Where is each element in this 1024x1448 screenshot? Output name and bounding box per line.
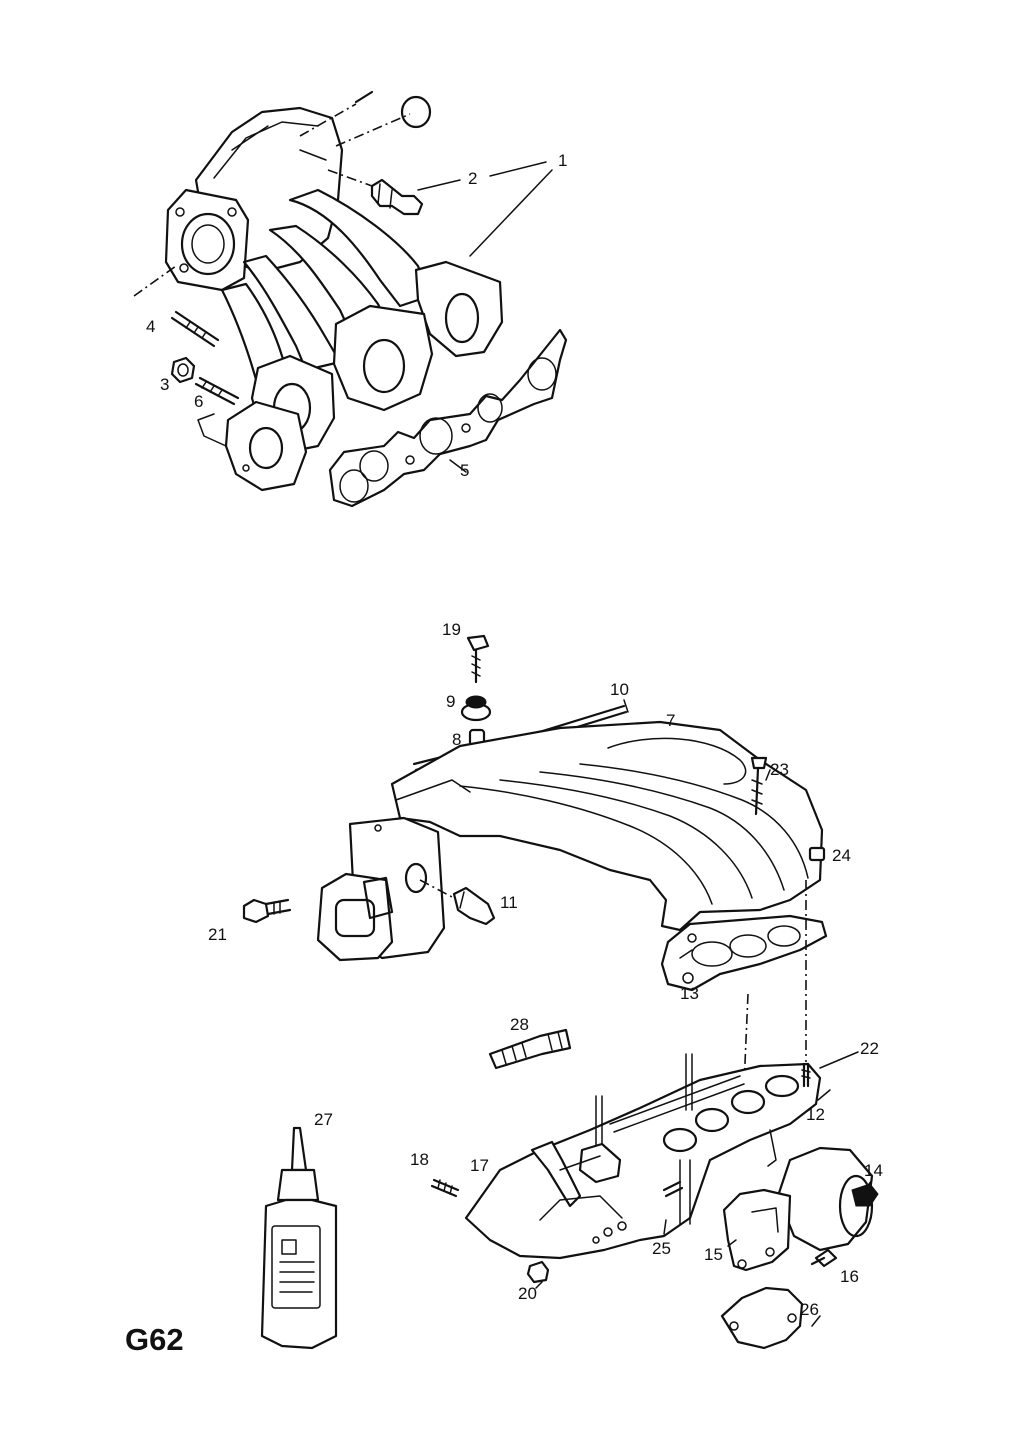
part-16-bolt [810, 1248, 838, 1268]
callout-2: 2 [468, 169, 478, 188]
part-6-stud [194, 376, 240, 406]
part-9-grommet [460, 695, 492, 722]
callout-9: 9 [446, 692, 456, 711]
callout-26: 26 [800, 1300, 819, 1319]
callout-13: 13 [680, 984, 699, 1003]
part-23-bolt [750, 756, 768, 816]
part-15-filter-housing [722, 1188, 792, 1272]
callout-16: 16 [840, 1267, 859, 1286]
callout-21: 21 [208, 925, 227, 944]
callout-8: 8 [452, 730, 462, 749]
callout-17: 17 [470, 1156, 489, 1175]
lower-leader-lines [535, 699, 873, 1327]
callout-4: 4 [146, 317, 156, 336]
part-13-gasket [660, 914, 828, 992]
callout-25: 25 [652, 1239, 671, 1258]
upper-intake-manifold [164, 90, 504, 492]
page-code-label: G62 [125, 1322, 184, 1357]
callout-12: 12 [806, 1105, 825, 1124]
callout-27: 27 [314, 1110, 333, 1129]
callout-24: 24 [832, 846, 851, 865]
part-3-nut [170, 356, 196, 384]
callout-7: 7 [666, 711, 676, 730]
callout-3: 3 [160, 375, 170, 394]
part-4-stud [133, 265, 220, 348]
part-22-stud [801, 1062, 811, 1088]
part-18-stud [430, 1178, 460, 1198]
part-7-upper-manifold [316, 720, 824, 962]
callout-19: 19 [442, 620, 461, 639]
callout-1: 1 [558, 151, 568, 170]
callout-6: 6 [194, 392, 204, 411]
part-5-gasket [328, 328, 568, 508]
part-27-sealant-bottle [260, 1126, 338, 1350]
callout-28: 28 [510, 1015, 529, 1034]
part-24-plug [808, 846, 826, 862]
part-14-oil-filter [776, 1146, 879, 1252]
part-20-nut [526, 1260, 550, 1284]
callout-11: 11 [500, 893, 518, 912]
callout-20: 20 [518, 1284, 537, 1303]
callout-18: 18 [410, 1150, 429, 1169]
callout-23: 23 [770, 760, 789, 779]
part-25-stud [662, 1180, 684, 1198]
part-26-gasket [720, 1286, 804, 1350]
part-11-fitting [419, 879, 496, 926]
upper-leader-lines [417, 161, 553, 473]
part-19-bolt [466, 634, 490, 684]
callout-14: 14 [864, 1161, 883, 1180]
callout-10: 10 [610, 680, 629, 699]
part-12-lower-manifold [464, 1053, 822, 1260]
part-21-sensor [242, 898, 292, 924]
callout-22: 22 [860, 1039, 879, 1058]
callout-5: 5 [460, 461, 470, 480]
part-28-stud [488, 1028, 572, 1070]
part-2-fitting [327, 169, 424, 216]
assembly-dash-lines [743, 880, 807, 1087]
callout-15: 15 [704, 1245, 723, 1264]
